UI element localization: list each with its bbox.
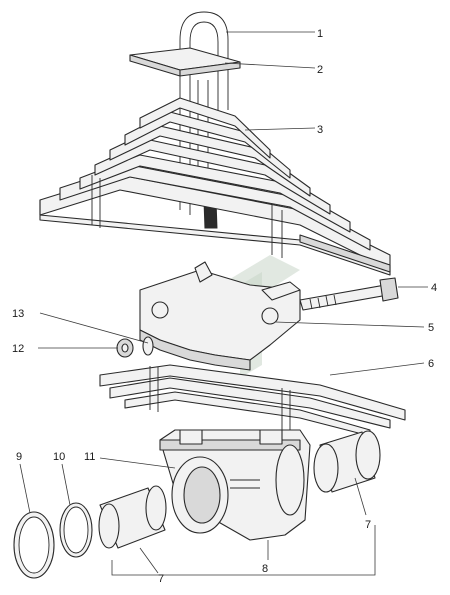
callout-2: 2 bbox=[317, 64, 323, 76]
callout-12: 12 bbox=[12, 343, 24, 355]
bushing-right bbox=[313, 430, 381, 493]
nut-and-washer bbox=[116, 336, 154, 358]
bushing-left bbox=[98, 485, 167, 549]
leader-lines bbox=[19, 31, 428, 576]
callout-5: 5 bbox=[428, 322, 434, 334]
callout-13: 13 bbox=[12, 308, 24, 320]
callout-8: 8 bbox=[262, 563, 268, 575]
bolt bbox=[299, 277, 399, 311]
callout-1: 1 bbox=[317, 28, 323, 40]
callout-labels: 1 2 3 4 5 6 7 7 8 9 10 11 12 13 bbox=[12, 28, 437, 585]
ring-inner bbox=[59, 502, 93, 558]
ring-outer bbox=[13, 511, 55, 579]
callout-3: 3 bbox=[317, 124, 323, 136]
callout-11: 11 bbox=[84, 451, 95, 463]
callout-9: 9 bbox=[16, 451, 22, 463]
lower-leaf-spring bbox=[99, 364, 406, 437]
callout-7-left: 7 bbox=[158, 573, 164, 585]
spring-seat-bracket bbox=[139, 261, 301, 371]
callout-6: 6 bbox=[428, 358, 434, 370]
callout-4: 4 bbox=[431, 282, 437, 294]
upper-leaf-spring bbox=[39, 97, 391, 276]
callout-7-right: 7 bbox=[365, 519, 371, 531]
axle-housing bbox=[159, 429, 311, 541]
clamp-plate bbox=[129, 47, 241, 77]
callout-10: 10 bbox=[53, 451, 65, 463]
